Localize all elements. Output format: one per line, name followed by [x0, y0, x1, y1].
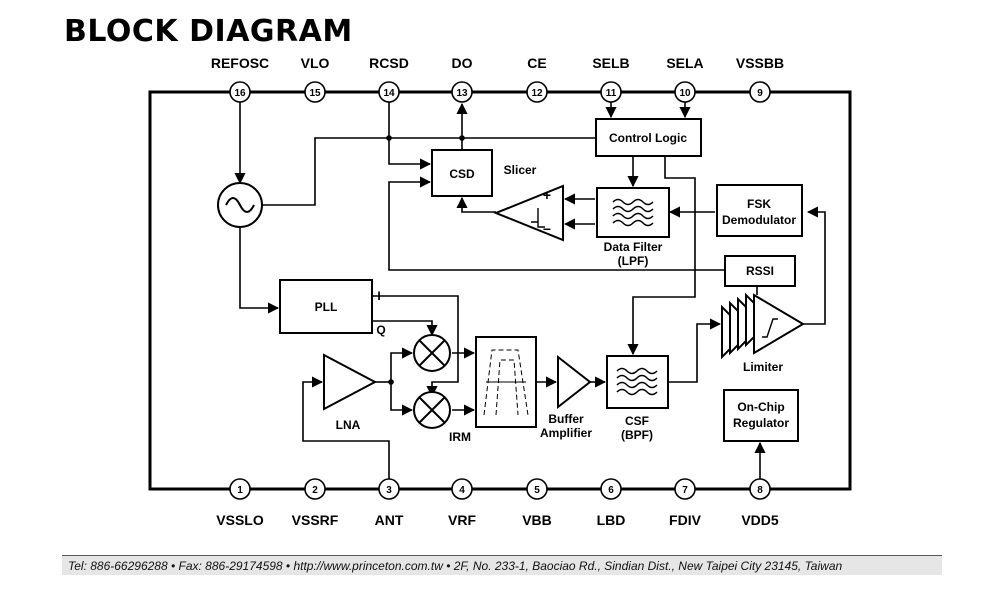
hysteresis-icon: [531, 208, 545, 228]
pin-1-number: 1: [237, 485, 243, 496]
pin-3-label: ANT: [375, 512, 404, 528]
pin-9: 9 VSSBB: [736, 55, 784, 103]
pin-16: 16 REFOSC: [211, 55, 269, 103]
pin-4-label: VRF: [448, 512, 476, 528]
slicer-block: Slicer + −: [493, 163, 564, 242]
pll-i-output-label: I: [377, 289, 380, 303]
pin-10-number: 10: [679, 88, 691, 99]
pin-11-number: 11: [606, 88, 617, 99]
diagram-title: BLOCK DIAGRAM: [64, 14, 353, 49]
limiter-label: Limiter: [743, 360, 783, 374]
limiter-block: Limiter: [721, 292, 805, 374]
regulator-sublabel: Regulator: [733, 416, 789, 430]
csd-block: CSD: [431, 149, 493, 197]
pin-3-number: 3: [386, 485, 392, 496]
pin-2: 2 VSSRF: [292, 478, 339, 528]
rssi-label: RSSI: [746, 264, 774, 278]
multiply-icon: [418, 396, 446, 424]
fsk-label: FSK: [747, 197, 771, 211]
control-logic-block: Control Logic: [595, 118, 702, 157]
pin-6: 6 LBD: [597, 478, 626, 528]
pin-3: 3 ANT: [375, 478, 404, 528]
pin-6-label: LBD: [597, 512, 626, 528]
oscillator-icon: [217, 182, 263, 228]
chip-outline: [148, 90, 852, 491]
pin-8-number: 8: [757, 485, 763, 496]
slicer-label: Slicer: [504, 163, 537, 177]
slicer-plus-sign: +: [543, 187, 551, 203]
contact-footer: Tel: 886-66296288 • Fax: 886-29174598 • …: [62, 555, 942, 575]
pin-12-number: 12: [531, 88, 543, 99]
mixer-q: [413, 391, 451, 429]
pin-14-number: 14: [383, 88, 395, 99]
pin-13-label: DO: [452, 55, 473, 71]
csf-sublabel: (BPF): [621, 428, 653, 442]
pin-13-number: 13: [456, 88, 468, 99]
irm-block: IRM: [449, 336, 537, 444]
control-logic-label: Control Logic: [609, 131, 687, 145]
regulator-label: On-Chip: [737, 400, 784, 414]
pin-5-number: 5: [534, 485, 540, 496]
buffer-amplifier-block: Buffer Amplifier: [540, 354, 592, 440]
pin-16-number: 16: [234, 88, 246, 99]
rssi-block: RSSI: [724, 255, 796, 287]
pin-15: 15 VLO: [301, 55, 330, 103]
mixer-i: [413, 334, 451, 372]
pin-11-label: SELB: [592, 55, 629, 71]
pin-8-label: VDD5: [741, 512, 779, 528]
pll-block: PLL I Q: [279, 279, 386, 337]
on-chip-regulator-block: On-Chip Regulator: [723, 389, 799, 442]
buffer-label: Buffer: [548, 412, 584, 426]
pin-14: 14 RCSD: [369, 55, 409, 103]
pin-14-label: RCSD: [369, 55, 409, 71]
pin-11: 11 SELB: [592, 55, 630, 103]
data-filter-label: Data Filter: [604, 240, 663, 254]
csf-block: CSF (BPF): [606, 355, 669, 442]
fsk-sublabel: Demodulator: [722, 213, 796, 227]
pll-q-output-label: Q: [376, 323, 385, 337]
pin-13: 13 DO: [451, 55, 473, 103]
pin-15-number: 15: [309, 88, 321, 99]
buffer-sublabel: Amplifier: [540, 426, 592, 440]
pin-7: 7 FDIV: [669, 478, 702, 528]
pin-8: 8 VDD5: [741, 478, 779, 528]
irm-label: IRM: [449, 430, 471, 444]
pin-10-label: SELA: [666, 55, 703, 71]
pin-1: 1 VSSLO: [216, 478, 264, 528]
data-filter-block: Data Filter (LPF): [596, 187, 670, 268]
signal-wires: [234, 102, 826, 479]
pin-4: 4 VRF: [448, 478, 476, 528]
pin-5-label: VBB: [522, 512, 552, 528]
pin-16-label: REFOSC: [211, 55, 269, 71]
pin-9-number: 9: [757, 88, 763, 99]
slicer-minus-sign: −: [543, 221, 551, 237]
data-filter-sublabel: (LPF): [618, 254, 649, 268]
pin-7-label: FDIV: [669, 512, 702, 528]
pin-1-label: VSSLO: [216, 512, 264, 528]
pin-2-number: 2: [312, 485, 318, 496]
lna-label: LNA: [336, 418, 361, 432]
fsk-demodulator-block: FSK Demodulator: [716, 184, 803, 237]
lna-block: LNA: [323, 353, 378, 432]
multiply-icon: [418, 339, 446, 367]
pll-label: PLL: [315, 300, 338, 314]
limiter-transfer-icon: [762, 318, 778, 338]
csd-label: CSD: [449, 167, 475, 181]
pin-7-number: 7: [682, 485, 688, 496]
pin-12-label: CE: [527, 55, 546, 71]
pin-6-number: 6: [608, 485, 614, 496]
csf-label: CSF: [625, 414, 649, 428]
pin-15-label: VLO: [301, 55, 330, 71]
pin-10: 10 SELA: [666, 55, 704, 103]
pin-5: 5 VBB: [522, 478, 552, 528]
pin-12: 12 CE: [526, 55, 548, 103]
pin-2-label: VSSRF: [292, 512, 339, 528]
pin-4-number: 4: [459, 485, 465, 496]
pin-9-label: VSSBB: [736, 55, 784, 71]
